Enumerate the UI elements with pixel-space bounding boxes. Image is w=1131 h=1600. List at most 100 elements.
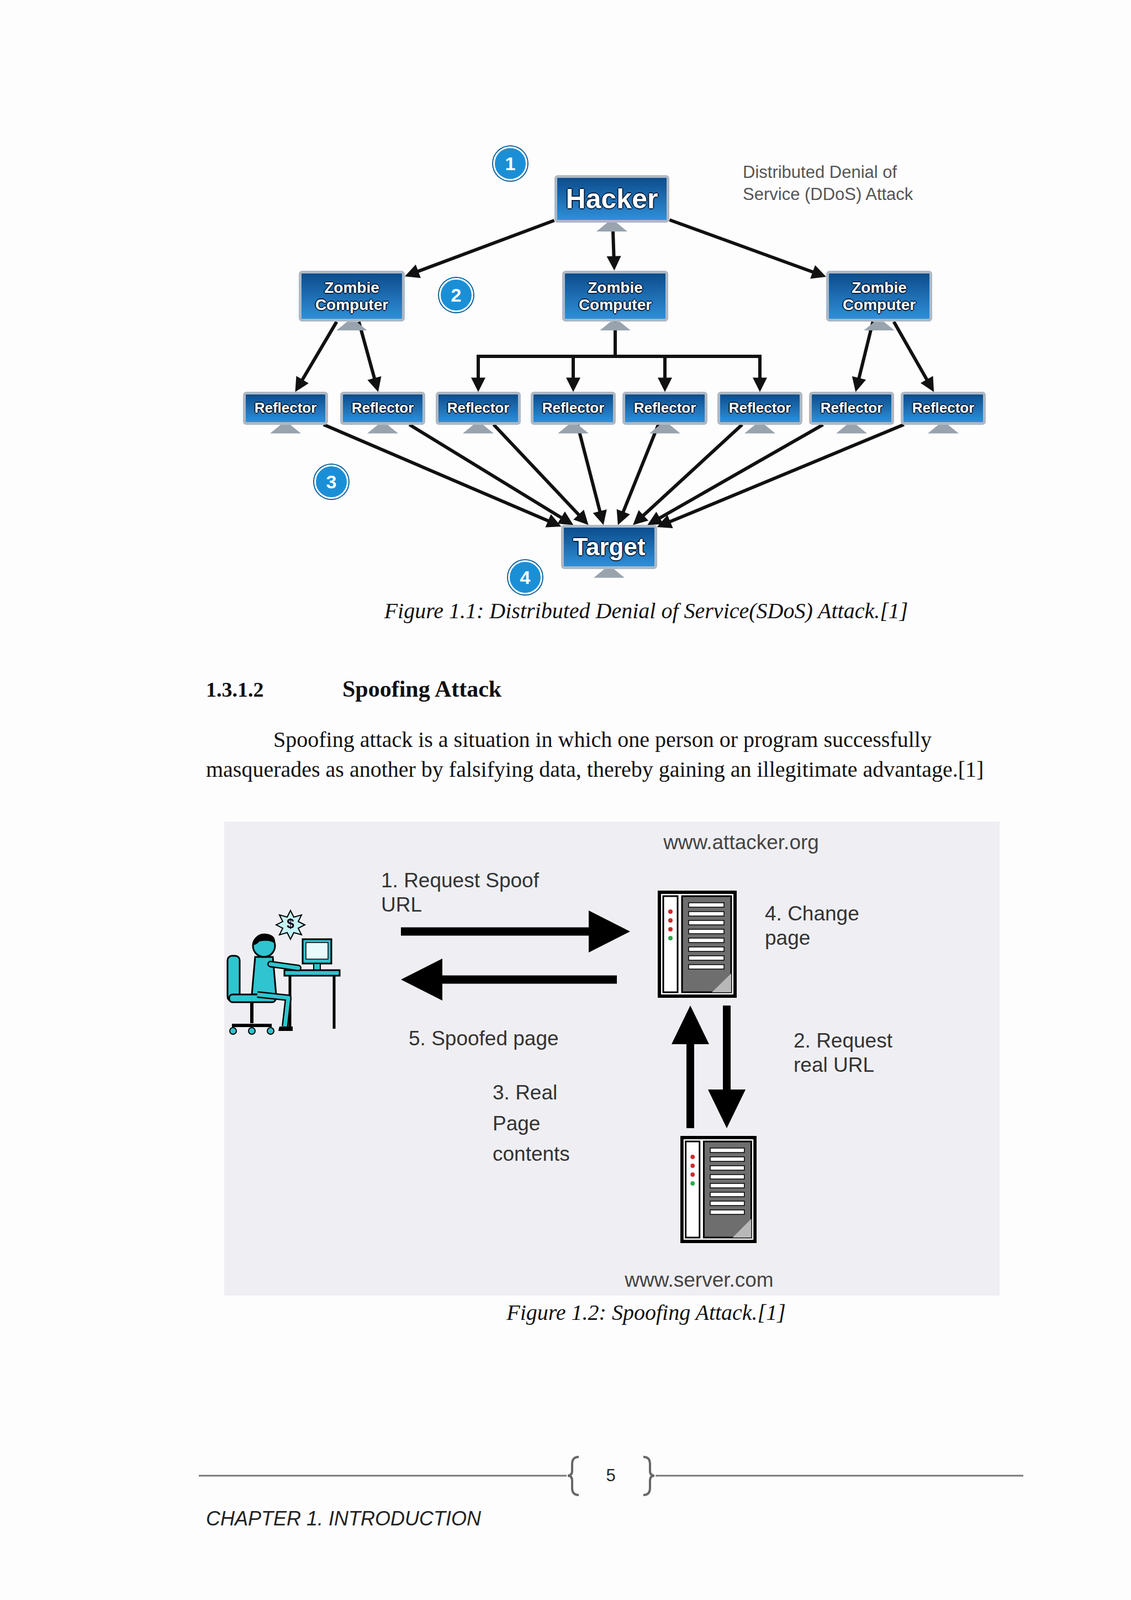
- connector-line: [573, 321, 616, 383]
- arrow-head: [852, 376, 866, 392]
- monitor-stand: [593, 568, 625, 578]
- server-icon: [657, 890, 737, 998]
- page-bracket: [567, 1456, 579, 1495]
- page-bracket: [643, 1456, 655, 1495]
- server-led: [668, 935, 673, 940]
- monitor-node: Hacker: [554, 175, 670, 223]
- person-arm-outline: [270, 963, 299, 968]
- monitor-stand: [863, 321, 895, 331]
- monitor-stand: [599, 321, 631, 331]
- monitor-node: Reflector: [435, 391, 522, 425]
- monitor-stand: [836, 424, 868, 434]
- node-label: Reflector: [254, 399, 317, 416]
- connector-line: [615, 321, 760, 383]
- arrow-head: [566, 377, 581, 392]
- monitor-stand: [649, 424, 681, 434]
- arrow-head: [400, 958, 443, 1001]
- server-led: [690, 1171, 695, 1177]
- monitor-stand: [596, 222, 628, 232]
- footer-rule: [198, 1474, 567, 1477]
- monitor-node: Zombie Computer: [298, 270, 405, 322]
- monitor-node: Reflector: [340, 391, 426, 425]
- connector-arrow: [893, 321, 934, 392]
- monitor-stand: [462, 424, 494, 434]
- server-strip: [685, 1140, 700, 1238]
- footer-rule: [655, 1474, 1024, 1477]
- dollar-sign: $: [284, 914, 297, 933]
- connector-arrow: [323, 424, 562, 528]
- server-icon: [680, 1135, 757, 1243]
- connector-arrow: [404, 220, 555, 278]
- node-label: Reflector: [633, 399, 697, 416]
- connector-line: [669, 219, 818, 274]
- connector-line: [577, 424, 602, 517]
- monitor-node: Reflector: [530, 391, 617, 425]
- connector-arrow: [632, 424, 743, 526]
- arrow-head: [632, 509, 649, 525]
- chair-base: [231, 1023, 272, 1027]
- server-led: [668, 908, 673, 914]
- chair-pole: [250, 1001, 254, 1023]
- monitor-node: Zombie Computer: [826, 270, 933, 322]
- money-burst: [276, 910, 305, 939]
- server-slat: [710, 1147, 745, 1152]
- server-slat: [688, 937, 724, 943]
- node-label: Reflector: [728, 399, 792, 416]
- node-label: Reflector: [912, 399, 975, 416]
- figure-heading: Distributed Denial of Service (DDoS) Att…: [742, 161, 959, 206]
- person-leg: [257, 994, 289, 1027]
- desk-leg: [333, 975, 336, 1029]
- connector-arrow: [615, 321, 768, 392]
- monitor-stand: [744, 424, 776, 434]
- connector-arrow: [616, 424, 659, 526]
- server-case: [659, 891, 736, 996]
- connector-arrow: [852, 321, 874, 392]
- desk-top: [284, 969, 340, 976]
- server-name: www.attacker.org: [663, 830, 819, 855]
- connector-arrow: [566, 321, 616, 392]
- node-label: Zombie Computer: [310, 278, 394, 314]
- edge-label: 3. Real Page contents: [492, 1076, 598, 1170]
- connector-line: [664, 424, 905, 525]
- page-number: 5: [594, 1464, 628, 1486]
- connector-line: [409, 424, 567, 521]
- server-slat: [710, 1200, 745, 1206]
- server-slat: [710, 1156, 745, 1161]
- monitor-stand: [557, 424, 589, 434]
- monitor-node: Target: [561, 524, 657, 569]
- server-led: [690, 1163, 695, 1168]
- arrow-head: [294, 375, 309, 392]
- arrow-head: [707, 1089, 746, 1128]
- monitor-node: Zombie Computer: [562, 270, 669, 322]
- connector-arrow: [669, 219, 827, 279]
- server-led: [690, 1154, 695, 1159]
- server-led: [668, 926, 673, 932]
- step-label: 1. Request Spoof URL: [381, 868, 580, 918]
- server-slat: [710, 1191, 745, 1197]
- arrow-head: [593, 509, 607, 525]
- person-leg-outline: [257, 994, 289, 1027]
- arrow-head: [671, 1005, 710, 1044]
- connector-arrow: [671, 1005, 710, 1128]
- edge-label: 2. Request real URL: [793, 1028, 932, 1078]
- connector-arrow: [647, 424, 823, 526]
- chair-wheel: [267, 1027, 274, 1034]
- monitor-stand: [270, 424, 301, 434]
- arrow-shaft: [400, 927, 597, 936]
- server-slat: [710, 1165, 745, 1170]
- callout-number: 1: [493, 146, 528, 181]
- callout-number: 3: [314, 464, 349, 499]
- arrow-shaft: [436, 975, 617, 984]
- arrow-head: [657, 514, 674, 528]
- arrow-head: [616, 508, 631, 525]
- server-shade: [732, 1218, 752, 1238]
- connector-line: [323, 424, 554, 523]
- connector-arrow: [493, 424, 589, 526]
- monitor-stand: [367, 424, 399, 434]
- monitor-node: Reflector: [242, 391, 329, 425]
- section-title: Spoofing Attack: [342, 675, 502, 702]
- node-label: Reflector: [351, 399, 415, 416]
